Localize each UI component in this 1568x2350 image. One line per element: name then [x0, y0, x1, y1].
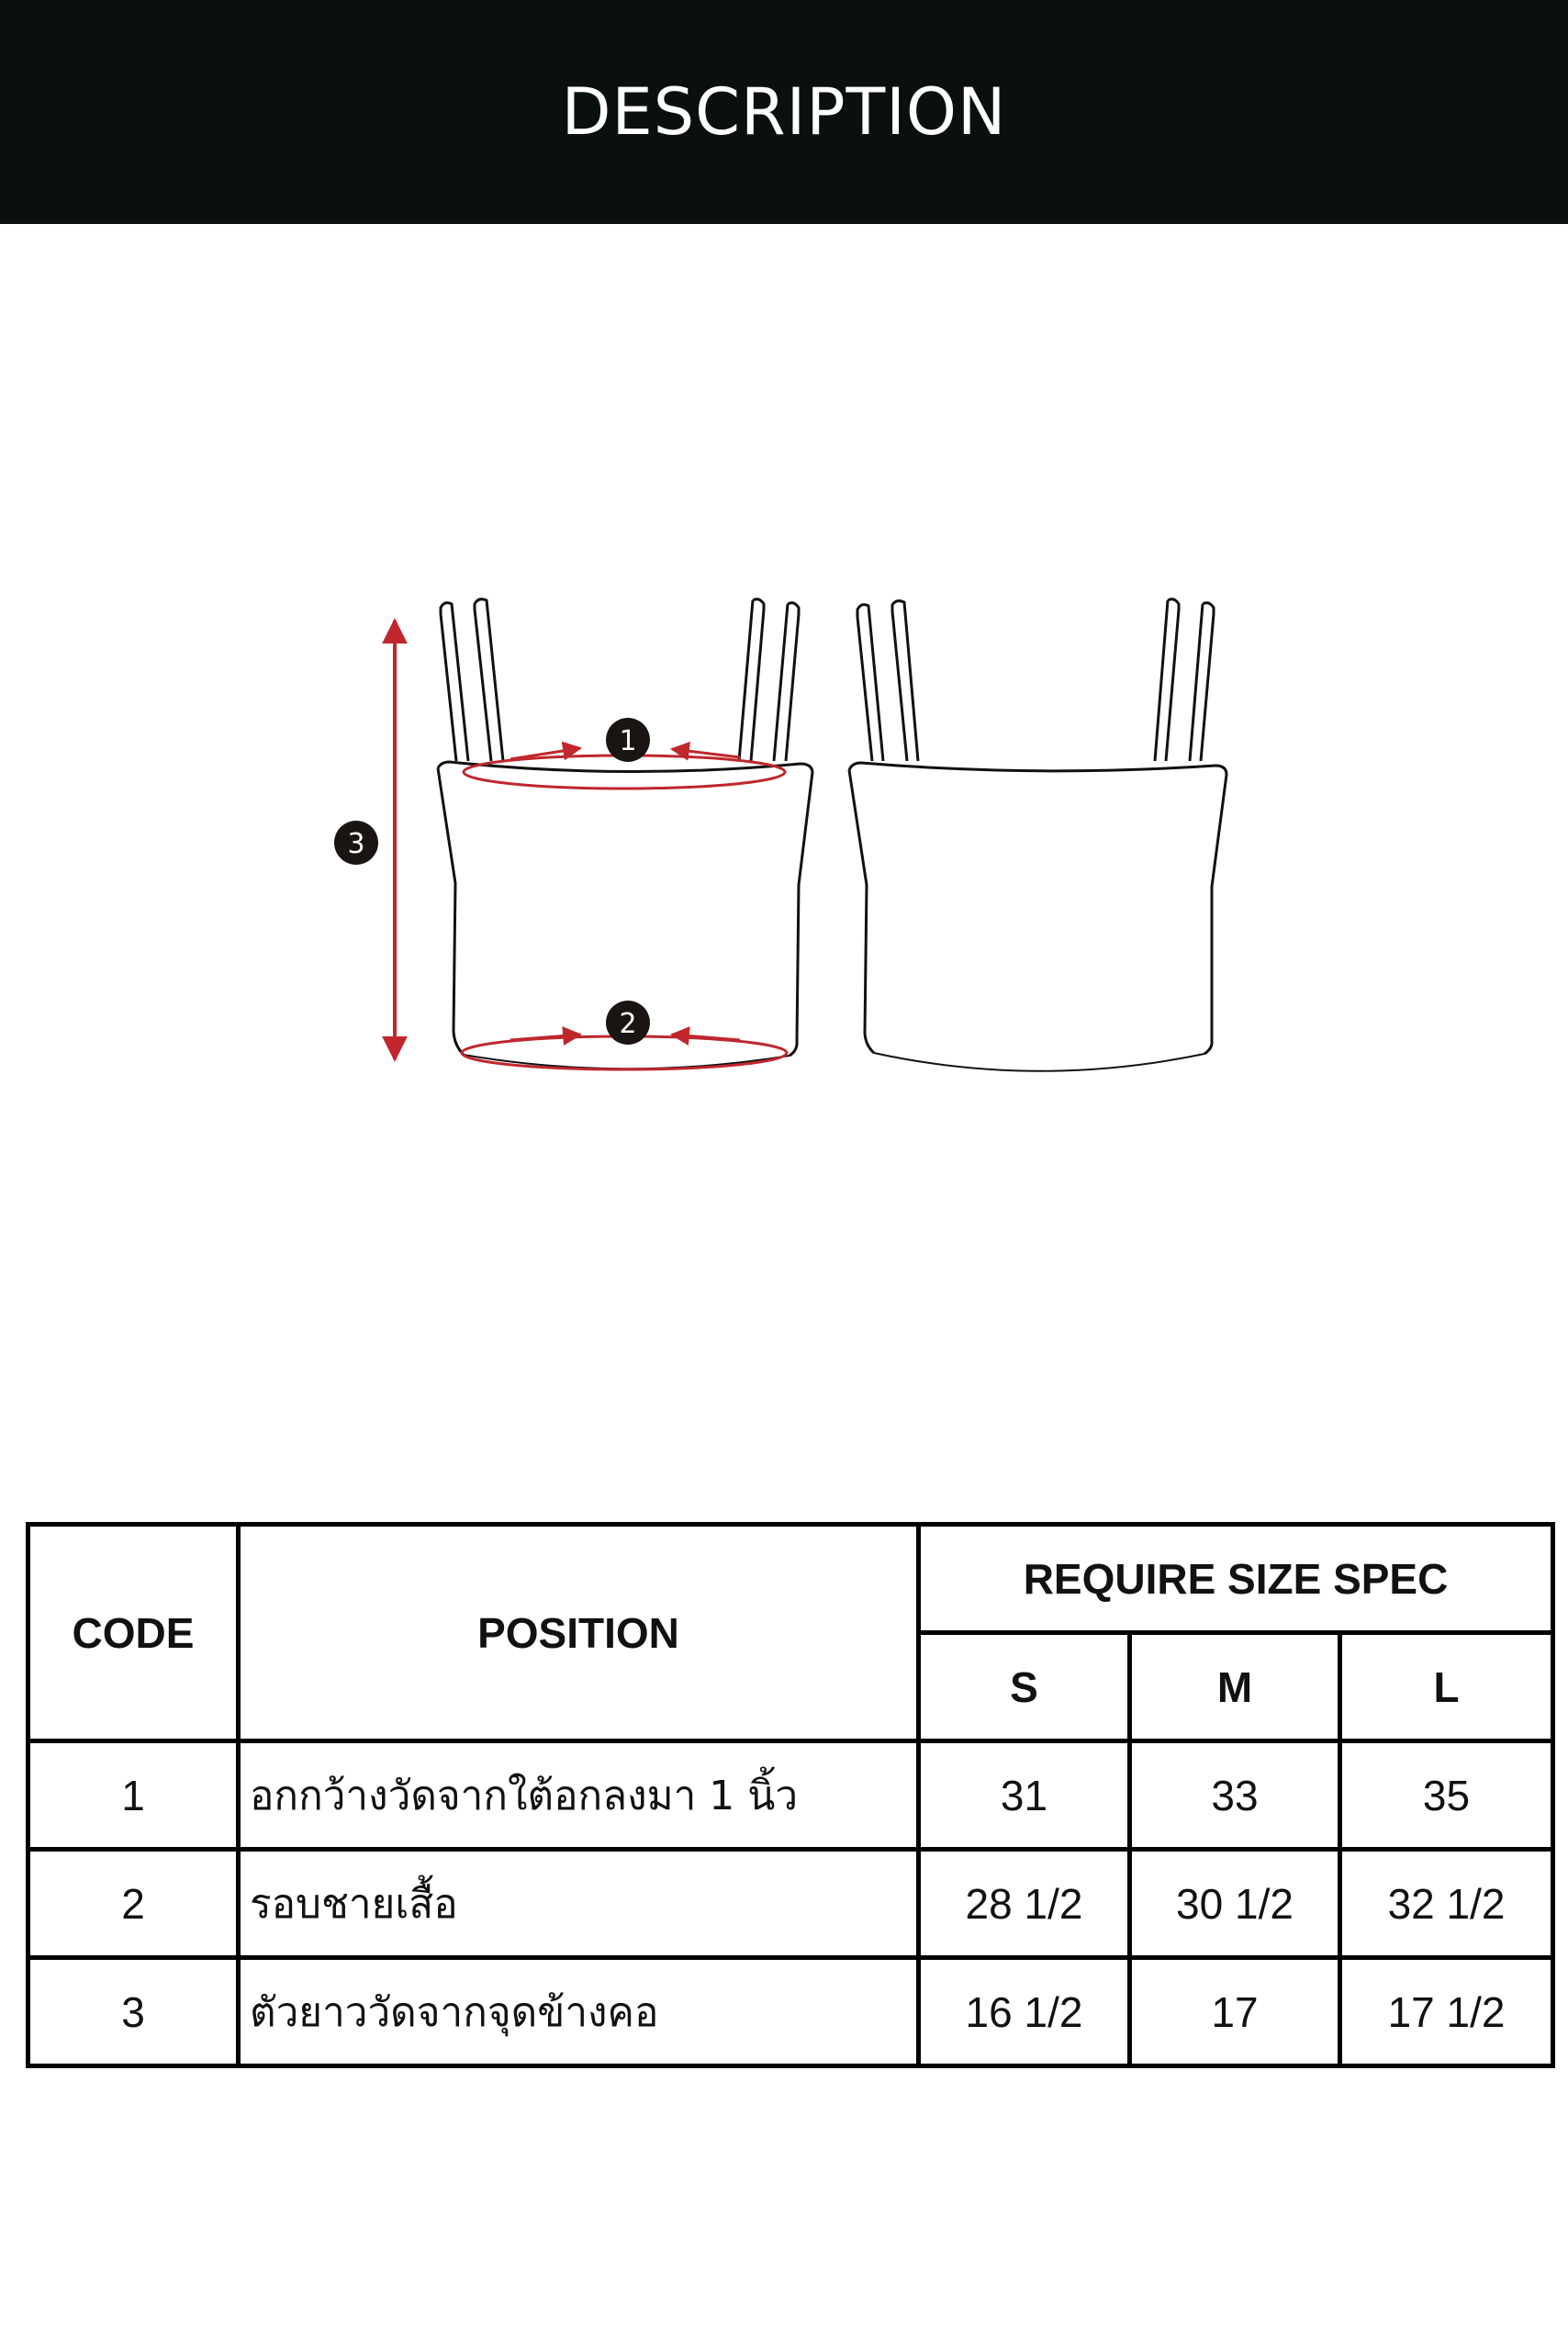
svg-text:3: 3 — [347, 828, 364, 860]
arrow-hem-left — [510, 1026, 583, 1046]
back-view — [847, 598, 1228, 1072]
row-value-s: 28 1/2 — [916, 1847, 1132, 1960]
back-hem — [873, 1052, 1205, 1072]
marker-3: 3 — [334, 821, 378, 865]
row-value-m: 30 1/2 — [1127, 1847, 1342, 1960]
back-strap-left-outer — [856, 603, 885, 762]
table-row: 1 อกกว้างวัดจากใต้อกลงมา 1 นิ้ว 31 33 35 — [26, 1739, 1556, 1852]
row-value-l: 17 1/2 — [1337, 1955, 1556, 2068]
front-strap-right-inner — [784, 601, 801, 762]
row-value-m: 33 — [1127, 1739, 1342, 1852]
svg-text:2: 2 — [619, 1008, 636, 1040]
garment-diagram: 1 2 3 — [334, 598, 1228, 1072]
marker-2: 2 — [606, 1001, 650, 1045]
size-spec-table: CODE POSITION REQUIRE SIZE SPEC S M L 1 … — [26, 1522, 1556, 2068]
row-position: รอบชายเสื้อ — [236, 1847, 921, 1960]
page-title: DESCRIPTION — [561, 74, 1007, 150]
table-row: 3 ตัวยาววัดจากจุดข้างคอ 16 1/2 17 17 1/2 — [26, 1955, 1556, 2068]
front-view — [436, 598, 814, 1070]
row-code: 1 — [26, 1739, 241, 1852]
row-position: ตัวยาววัดจากจุดข้างคอ — [236, 1955, 921, 2068]
header-spec: REQUIRE SIZE SPEC — [915, 1522, 1556, 1635]
back-strap-left-inner — [890, 599, 920, 762]
back-strap-right-inner — [1199, 601, 1215, 762]
header-size-l: L — [1337, 1630, 1556, 1743]
header-row-1: CODE POSITION REQUIRE SIZE SPEC — [26, 1522, 1556, 1743]
marker-1: 1 — [606, 718, 650, 762]
header-size-s: S — [916, 1630, 1132, 1743]
row-code: 2 — [26, 1847, 241, 1960]
header-size-m: M — [1127, 1630, 1342, 1743]
row-value-m: 17 — [1127, 1955, 1342, 2068]
header-position: POSITION — [236, 1522, 921, 1743]
front-strap-left-outer — [439, 601, 470, 762]
header-bar: DESCRIPTION — [0, 0, 1568, 224]
back-strap-right-outer — [1164, 598, 1181, 762]
svg-text:1: 1 — [619, 725, 636, 757]
row-code: 3 — [26, 1955, 241, 2068]
arrow-hem-right — [669, 1026, 741, 1046]
back-body-outline — [847, 761, 1228, 1056]
row-value-s: 16 1/2 — [916, 1955, 1132, 2068]
header-row-2: S M L — [28, 1630, 1556, 1743]
table-row: 2 รอบชายเสื้อ 28 1/2 30 1/2 32 1/2 — [26, 1847, 1556, 1960]
arrow-chest-left — [510, 741, 583, 761]
front-body-outline — [436, 760, 814, 1058]
row-value-l: 32 1/2 — [1337, 1847, 1556, 1960]
header-code: CODE — [26, 1522, 241, 1743]
front-hem — [463, 1054, 790, 1070]
row-value-s: 31 — [916, 1739, 1132, 1852]
front-strap-left-inner — [473, 598, 505, 762]
row-value-l: 35 — [1337, 1739, 1556, 1852]
front-strap-right-outer — [749, 598, 766, 762]
row-position: อกกว้างวัดจากใต้อกลงมา 1 นิ้ว — [236, 1739, 921, 1852]
arrow-chest-right — [669, 741, 741, 761]
